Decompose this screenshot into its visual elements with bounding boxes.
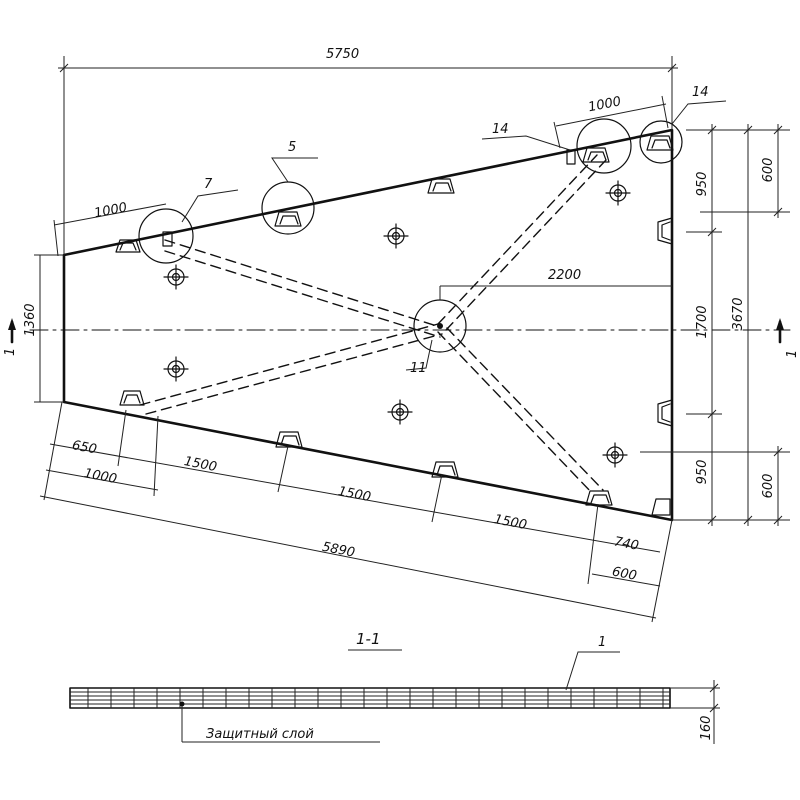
dim-label-top-right-1000: 1000 [587, 94, 622, 115]
mark-11: 11 [410, 361, 427, 376]
section-title: 1-1 [356, 630, 381, 648]
dim-left-1360 [34, 254, 64, 403]
section-cut-left [8, 318, 16, 344]
dim-label-right-1700: 1700 [695, 305, 710, 338]
dim-top-right-1000 [553, 95, 669, 149]
dim-label-1500-b: 1500 [337, 484, 372, 505]
embedded-loops [115, 135, 674, 516]
mark-5: 5 [288, 140, 296, 155]
slab-outline [62, 128, 674, 522]
lifting-cables [139, 154, 607, 494]
dim-label-740: 740 [613, 534, 640, 553]
mark-7: 7 [204, 177, 213, 192]
dim-label-650: 650 [71, 438, 98, 457]
dim-label-right-3670: 3670 [731, 297, 746, 330]
dim-label-5890: 5890 [321, 540, 356, 561]
dim-label-right-950-bottom: 950 [695, 460, 710, 485]
dim-2200 [439, 285, 672, 300]
dim-bottom-chain [39, 401, 673, 623]
dim-label-5750: 5750 [326, 47, 359, 62]
protective-layer-label: Защитный слой [206, 727, 314, 742]
dim-label-bottom-600: 600 [611, 564, 638, 583]
section-view [69, 651, 720, 744]
section-cut-right [776, 318, 784, 344]
dim-label-left-1000: 1000 [93, 200, 128, 221]
section-mark-1: 1 [598, 635, 606, 650]
dim-label-bottom-1000: 1000 [83, 466, 118, 487]
section-thickness-label: 160 [699, 716, 714, 741]
dim-label-right-600-top: 600 [761, 158, 776, 183]
dim-label-right-600-bottom: 600 [761, 474, 776, 499]
dim-label-1360: 1360 [23, 303, 38, 336]
dim-left-1000 [53, 203, 167, 257]
leader-lines [181, 100, 727, 371]
mark-14-right: 14 [692, 85, 709, 100]
dim-top-5750 [58, 56, 678, 255]
crosshair-marks [163, 180, 631, 468]
dim-right-chain [640, 124, 790, 526]
mark-14-left: 14 [492, 122, 509, 137]
section-cut-right-label: 1 [785, 350, 800, 358]
section-cut-left-label: 1 [3, 348, 18, 356]
dim-label-1500-a: 1500 [183, 454, 218, 475]
dim-label-1500-c: 1500 [493, 512, 528, 533]
dim-label-2200: 2200 [548, 268, 581, 283]
dim-label-right-950-top: 950 [695, 172, 710, 197]
